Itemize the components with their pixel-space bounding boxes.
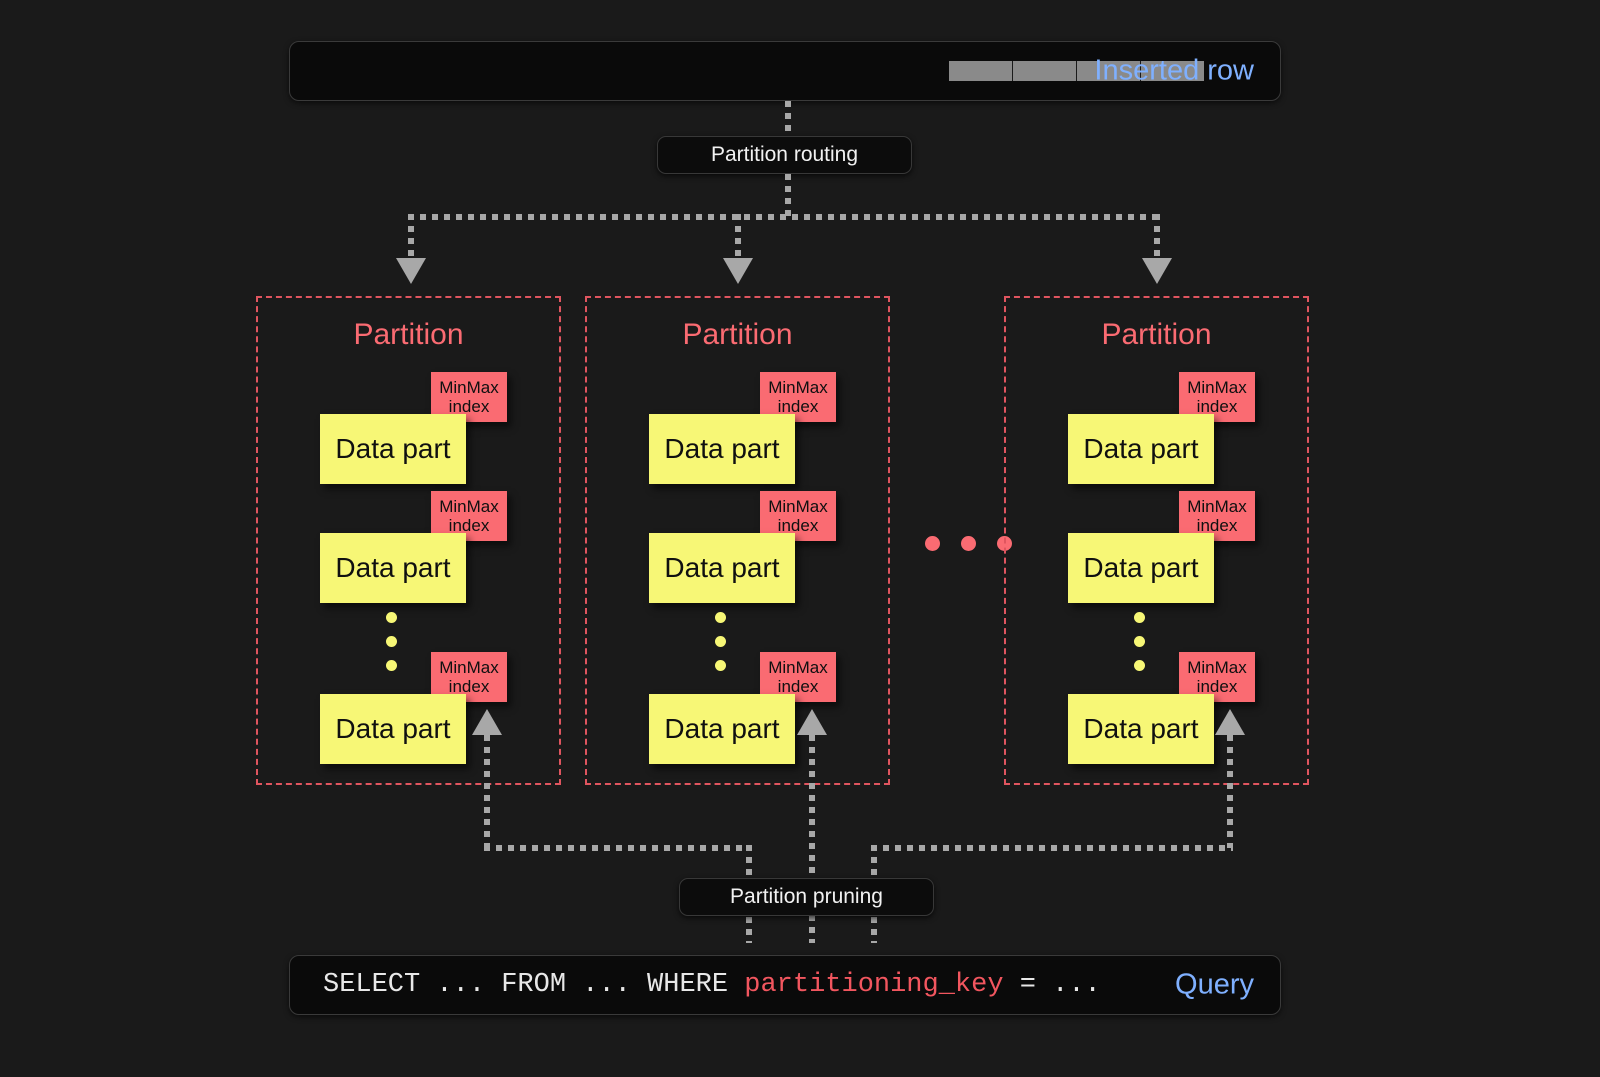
- row-cell-1: [949, 61, 1013, 81]
- partition-2-title: Partition: [682, 318, 793, 351]
- partitions-ellipsis-dot-1: [925, 536, 940, 551]
- data-part-label: Data part: [664, 552, 780, 583]
- minmax-line1: MinMax: [1187, 657, 1247, 677]
- partition-1-data-part-3: Data part: [320, 694, 466, 764]
- partition-pruning-box: Partition pruning: [679, 878, 934, 916]
- pruning-bus-left: [484, 845, 752, 851]
- data-part-label: Data part: [1083, 433, 1199, 464]
- arrow-up-partition-1: [472, 709, 502, 735]
- minmax-line2: index: [448, 677, 490, 696]
- partition-1-ellipsis-dot-3: [386, 660, 397, 671]
- data-part-label: Data part: [1083, 713, 1199, 744]
- data-part-label: Data part: [664, 433, 780, 464]
- arrow-down-partition-3: [1142, 258, 1172, 284]
- sql-prefix: SELECT ... FROM ... WHERE: [323, 970, 745, 1000]
- partition-routing-box: Partition routing: [657, 136, 912, 174]
- pruning-bus-right: [871, 845, 1233, 851]
- sql-suffix: = ...: [1003, 970, 1101, 1000]
- minmax-line2: index: [448, 516, 490, 535]
- partition-3-data-part-2: Data part: [1068, 533, 1214, 603]
- minmax-line1: MinMax: [439, 657, 499, 677]
- minmax-line1: MinMax: [1187, 496, 1247, 516]
- partition-3-ellipsis-dot-3: [1134, 660, 1145, 671]
- minmax-line1: MinMax: [768, 657, 828, 677]
- data-part-label: Data part: [335, 433, 451, 464]
- partition-3-title: Partition: [1101, 318, 1212, 351]
- partition-3-data-part-1: Data part: [1068, 414, 1214, 484]
- minmax-line2: index: [1196, 397, 1238, 416]
- connector-row-to-routing: [785, 101, 791, 135]
- partition-3-data-part-3: Data part: [1068, 694, 1214, 764]
- pruning-leg-partition-3: [1227, 735, 1233, 848]
- row-cell-2: [1013, 61, 1077, 81]
- routing-leg-partition-2: [735, 214, 741, 260]
- partition-3-ellipsis-dot-2: [1134, 636, 1145, 647]
- minmax-line2: index: [448, 397, 490, 416]
- partition-2-ellipsis-dot-1: [715, 612, 726, 623]
- arrow-up-partition-3: [1215, 709, 1245, 735]
- minmax-line1: MinMax: [768, 377, 828, 397]
- query-label: Query: [1175, 968, 1254, 1001]
- minmax-line2: index: [777, 516, 819, 535]
- partition-1-title: Partition: [353, 318, 464, 351]
- inserted-row-panel: Inserted row: [289, 41, 1281, 101]
- routing-leg-partition-3: [1154, 214, 1160, 260]
- pruning-leg-partition-1: [484, 735, 490, 848]
- minmax-line2: index: [1196, 516, 1238, 535]
- partitions-ellipsis-dot-2: [961, 536, 976, 551]
- data-part-label: Data part: [335, 552, 451, 583]
- arrow-down-partition-2: [723, 258, 753, 284]
- data-part-label: Data part: [1083, 552, 1199, 583]
- partition-2-data-part-3: Data part: [649, 694, 795, 764]
- query-sql-text: SELECT ... FROM ... WHERE partitioning_k…: [323, 970, 1101, 1000]
- arrow-down-partition-1: [396, 258, 426, 284]
- partition-1-ellipsis-dot-1: [386, 612, 397, 623]
- partition-2-data-part-2: Data part: [649, 533, 795, 603]
- minmax-line2: index: [1196, 677, 1238, 696]
- minmax-line1: MinMax: [768, 496, 828, 516]
- minmax-line1: MinMax: [1187, 377, 1247, 397]
- minmax-line2: index: [777, 677, 819, 696]
- arrow-up-partition-2: [797, 709, 827, 735]
- partition-1-ellipsis-dot-2: [386, 636, 397, 647]
- routing-fanout-bus: [408, 214, 1160, 220]
- data-part-label: Data part: [335, 713, 451, 744]
- partition-2-ellipsis-dot-2: [715, 636, 726, 647]
- partition-1-data-part-2: Data part: [320, 533, 466, 603]
- partition-3-ellipsis-dot-1: [1134, 612, 1145, 623]
- partition-2-ellipsis-dot-3: [715, 660, 726, 671]
- row-cell-4: [1141, 61, 1204, 81]
- data-part-label: Data part: [664, 713, 780, 744]
- partition-routing-label: Partition routing: [710, 143, 859, 166]
- partition-1-data-part-1: Data part: [320, 414, 466, 484]
- partition-2-data-part-1: Data part: [649, 414, 795, 484]
- minmax-line2: index: [777, 397, 819, 416]
- pruning-leg-partition-2: [809, 735, 815, 943]
- minmax-line1: MinMax: [439, 377, 499, 397]
- partition-pruning-label: Partition pruning: [730, 885, 883, 908]
- routing-leg-partition-1: [408, 214, 414, 260]
- row-cell-3: [1077, 61, 1141, 81]
- inserted-row-label: Inserted row: [1094, 54, 1254, 87]
- query-panel[interactable]: SELECT ... FROM ... WHERE partitioning_k…: [289, 955, 1281, 1015]
- connector-routing-to-bus: [785, 174, 791, 220]
- sql-partitioning-key: partitioning_key: [744, 970, 1004, 1000]
- inserted-row-cells: [949, 61, 1204, 81]
- minmax-line1: MinMax: [439, 496, 499, 516]
